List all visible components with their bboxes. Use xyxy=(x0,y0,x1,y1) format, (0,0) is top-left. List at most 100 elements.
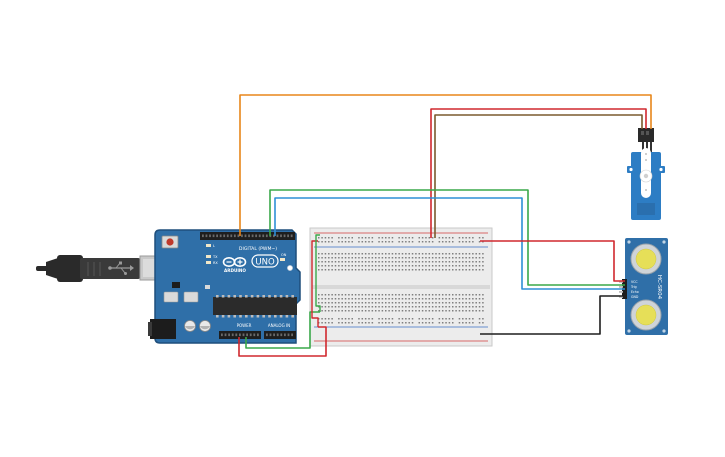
breadboard-hole xyxy=(435,306,437,308)
breadboard-hole xyxy=(401,302,404,304)
breadboard-hole xyxy=(478,265,481,267)
breadboard-hole xyxy=(472,322,474,324)
breadboard-hole xyxy=(328,241,330,243)
breadboard-hole xyxy=(435,261,437,263)
breadboard-hole xyxy=(452,269,454,271)
breadboard-hole xyxy=(475,306,477,308)
atmega328-chip xyxy=(213,295,297,318)
header-pin xyxy=(228,333,230,337)
breadboard-hole xyxy=(462,306,464,308)
breadboard-hole xyxy=(478,253,481,255)
svg-text:TX: TX xyxy=(212,255,218,259)
breadboard-hole xyxy=(398,265,400,267)
micro-servo[interactable] xyxy=(627,128,665,220)
breadboard-hole xyxy=(418,294,420,296)
breadboard-hole xyxy=(458,318,461,320)
breadboard-hole xyxy=(354,261,357,263)
wire-sensor-echo[interactable] xyxy=(269,189,625,286)
breadboard-hole xyxy=(441,310,444,312)
breadboard-hole xyxy=(391,318,394,320)
breadboard-hole xyxy=(398,294,400,296)
breadboard-hole xyxy=(431,318,434,320)
breadboard-hole xyxy=(445,241,447,243)
breadboard-hole xyxy=(364,322,367,324)
breadboard-hole xyxy=(351,306,353,308)
breadboard-hole xyxy=(378,269,380,271)
breadboard-hole xyxy=(421,257,424,259)
chip-leg xyxy=(250,295,254,298)
breadboard-hole xyxy=(338,322,340,324)
breadboard-hole xyxy=(351,253,353,255)
breadboard-hole xyxy=(478,298,481,300)
breadboard[interactable] xyxy=(309,227,493,347)
breadboard-hole xyxy=(391,253,394,255)
breadboard-hole xyxy=(478,310,481,312)
breadboard-hole xyxy=(331,306,333,308)
breadboard-hole xyxy=(448,310,451,312)
wire-rail-jumper[interactable] xyxy=(311,240,319,327)
wire-sensor-gnd[interactable] xyxy=(480,295,625,335)
wire-servo-power[interactable] xyxy=(430,108,647,238)
breadboard-hole xyxy=(468,302,471,304)
breadboard-hole xyxy=(448,294,451,296)
arduino-uno-board[interactable]: DIGITAL (PWM~) TX RX L ON ARDUINO xyxy=(148,229,301,344)
dc-power-jack[interactable] xyxy=(148,319,176,339)
breadboard-hole xyxy=(401,253,404,255)
breadboard-hole xyxy=(338,294,340,296)
breadboard-hole xyxy=(415,310,417,312)
breadboard-hole xyxy=(331,261,333,263)
breadboard-hole xyxy=(428,269,431,271)
breadboard-hole xyxy=(421,241,424,243)
breadboard-hole xyxy=(388,322,390,324)
sensor-pin xyxy=(619,281,623,283)
breadboard-hole xyxy=(452,322,454,324)
breadboard-hole xyxy=(455,310,457,312)
usb-cable[interactable] xyxy=(36,255,175,282)
reset-button[interactable] xyxy=(161,235,179,249)
breadboard-hole xyxy=(334,302,337,304)
usb-strain-relief xyxy=(46,258,58,279)
breadboard-hole xyxy=(438,265,441,267)
breadboard-hole xyxy=(368,237,370,239)
sensor-pin-label: VCC xyxy=(631,280,638,284)
breadboard-hole xyxy=(351,265,353,267)
breadboard-hole xyxy=(405,306,407,308)
breadboard-hole xyxy=(371,237,374,239)
breadboard-hole xyxy=(318,253,320,255)
breadboard-hole xyxy=(431,322,434,324)
breadboard-hole xyxy=(385,257,387,259)
breadboard-hole xyxy=(391,322,394,324)
breadboard-hole xyxy=(364,253,367,255)
breadboard-hole xyxy=(411,261,414,263)
breadboard-hole xyxy=(391,257,394,259)
wire-gnd-jumper[interactable] xyxy=(315,234,321,312)
header-pin xyxy=(280,234,282,238)
breadboard-hole xyxy=(321,257,323,259)
chip-leg xyxy=(227,295,231,298)
breadboard-hole xyxy=(378,306,380,308)
breadboard-hole xyxy=(455,294,457,296)
header-pin xyxy=(284,333,286,337)
breadboard-hole xyxy=(452,318,454,320)
breadboard-hole xyxy=(388,253,390,255)
breadboard-hole xyxy=(374,298,377,300)
breadboard-hole xyxy=(445,310,447,312)
breadboard-hole xyxy=(344,253,347,255)
wire-board-gnd[interactable] xyxy=(245,311,320,349)
wire-board-5v[interactable] xyxy=(238,326,327,357)
wire-servo-signal[interactable] xyxy=(239,94,652,236)
wire-servo-ground[interactable] xyxy=(434,114,643,238)
breadboard-hole xyxy=(391,241,394,243)
wire-sensor-trig[interactable] xyxy=(274,197,625,290)
breadboard-hole xyxy=(428,298,431,300)
breadboard-hole xyxy=(415,257,417,259)
chip-leg xyxy=(285,315,289,318)
breadboard-hole xyxy=(428,253,431,255)
breadboard-hole xyxy=(455,261,457,263)
breadboard-hole xyxy=(408,294,410,296)
breadboard-hole xyxy=(368,322,370,324)
wire-sensor-vcc[interactable] xyxy=(480,240,625,282)
breadboard-hole xyxy=(475,257,477,259)
